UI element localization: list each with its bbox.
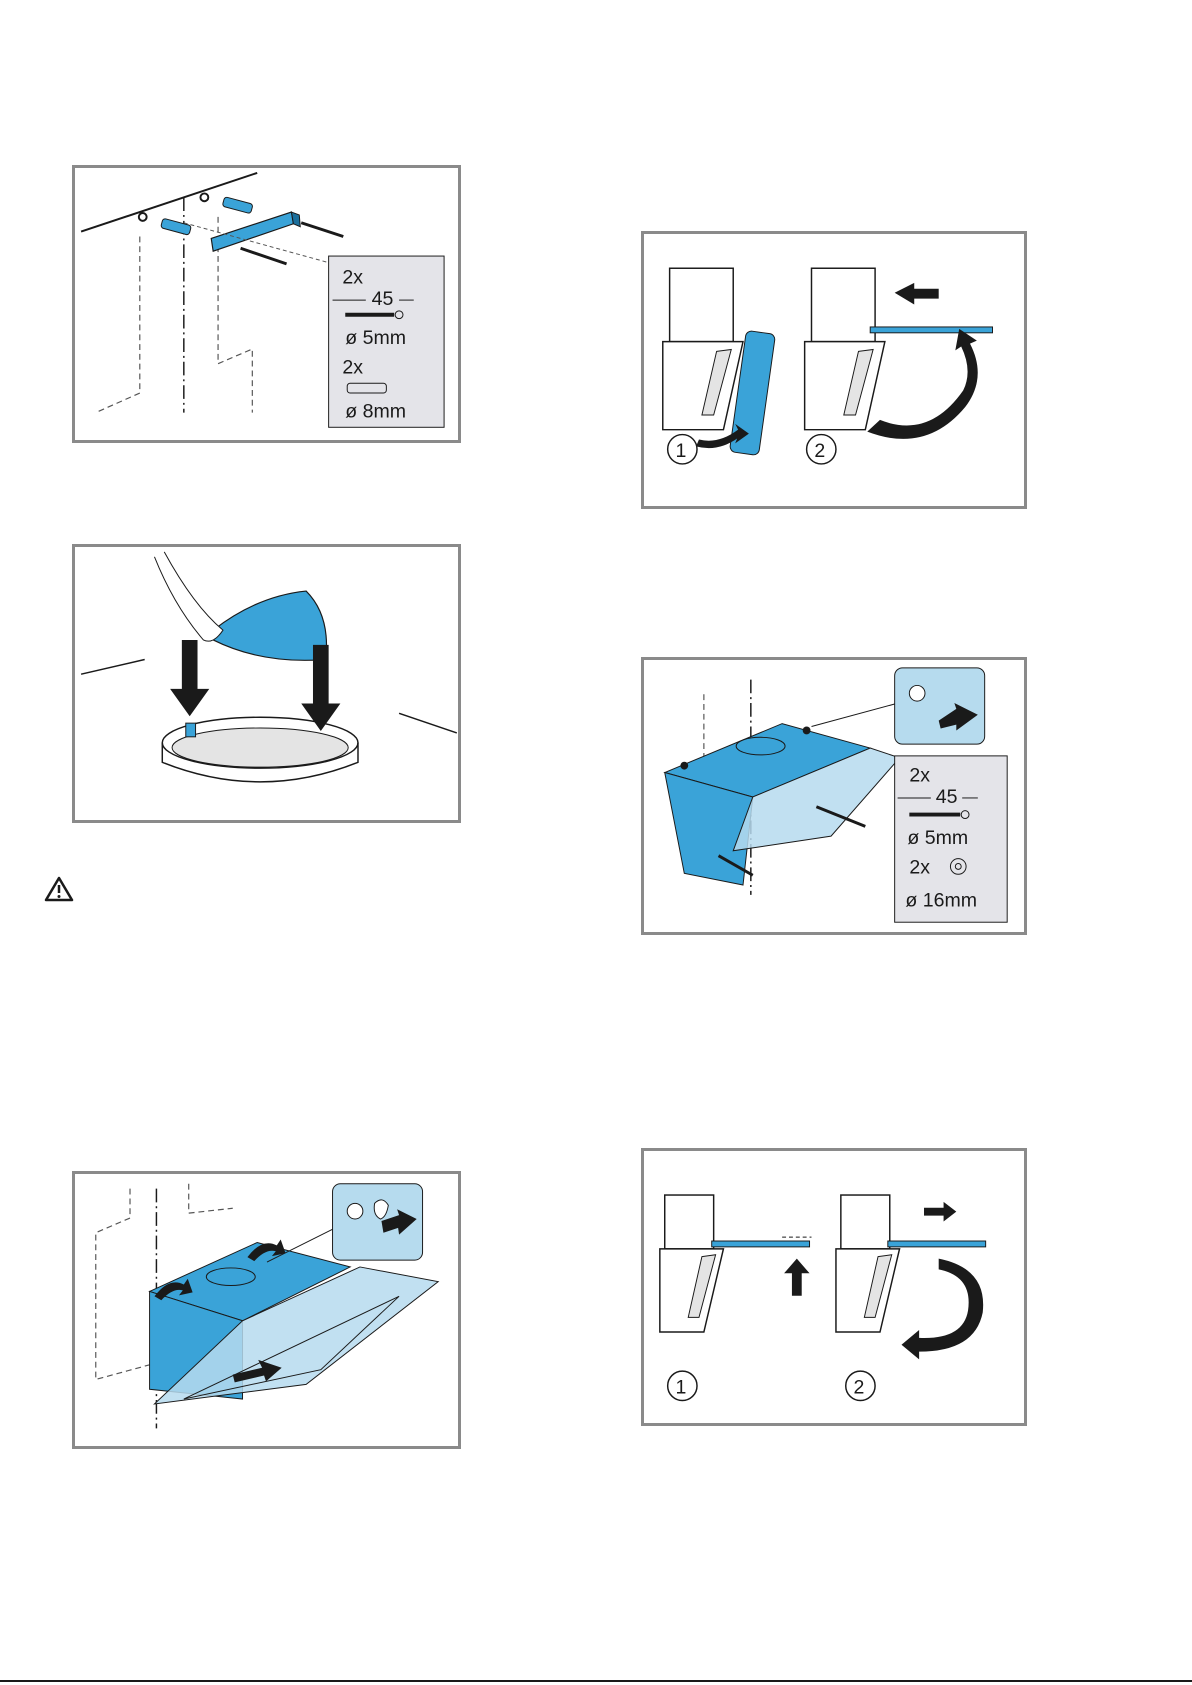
step-1-label: 1: [675, 1377, 686, 1399]
figure-refit-glass: 1 2: [641, 1148, 1027, 1426]
hang-hood-illustration: [75, 1174, 458, 1446]
remove-glass-illustration: 1 2: [644, 234, 1024, 506]
washer-diameter-label: ø 16mm: [905, 890, 977, 912]
step-2-label: 2: [854, 1377, 865, 1399]
screw-count-label: 2x: [909, 764, 930, 786]
figure-secure-hood: 2x 45 ø 5mm 2x ø 16mm: [641, 657, 1027, 935]
dowel-count-label: 2x: [342, 356, 363, 378]
washer-count-label: 2x: [909, 856, 930, 878]
screw-count-label: 2x: [342, 266, 363, 288]
figure-check-valve: [72, 544, 461, 823]
step-1-label: 1: [675, 440, 686, 462]
warning-icon: [44, 876, 74, 902]
fixings-inset: 2x 45 ø 5mm 2x ø 8mm: [329, 256, 444, 427]
dowel-diameter-label: ø 8mm: [345, 400, 406, 422]
screw-diameter-label: ø 5mm: [345, 327, 406, 349]
figure-remove-glass: 1 2: [641, 231, 1027, 509]
figure-hang-hood: [72, 1171, 461, 1449]
step-2-label: 2: [814, 440, 825, 462]
screw-diameter-label: ø 5mm: [907, 827, 968, 849]
wall-screw-inset: [895, 668, 985, 744]
screw-length-label: 45: [372, 288, 394, 310]
bracket-illustration: 2x 45 ø 5mm 2x ø 8mm: [75, 168, 458, 440]
screw-length-label: 45: [936, 786, 958, 808]
refit-glass-illustration: 1 2: [644, 1151, 1024, 1423]
figure-bracket-mounting: 2x 45 ø 5mm 2x ø 8mm: [72, 165, 461, 443]
fixings-inset: 2x 45 ø 5mm 2x ø 16mm: [895, 756, 1008, 922]
check-valve-illustration: [75, 547, 458, 820]
page-footer-rule: [0, 1680, 1192, 1682]
secure-hood-illustration: 2x 45 ø 5mm 2x ø 16mm: [644, 660, 1024, 932]
keyhole-inset: [333, 1184, 423, 1260]
